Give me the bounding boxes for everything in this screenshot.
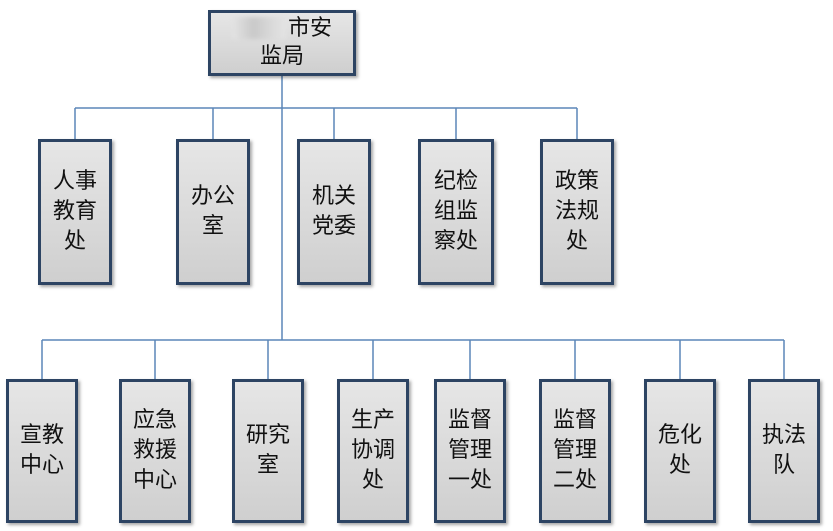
node-label-zhifa: 执法 队 <box>761 423 806 478</box>
node-yingji: 应急 救援 中心 <box>119 379 191 523</box>
node-label-jiguan: 机关 党委 <box>311 184 356 239</box>
node-label-jijian: 纪检 组监 察处 <box>433 169 478 254</box>
node-bangongshi: 办公 室 <box>176 139 250 285</box>
node-jiandu1: 监督 管理 一处 <box>434 379 506 523</box>
node-label-shengchan: 生产 协调 处 <box>350 408 395 493</box>
node-label-zhengce: 政策 法规 处 <box>554 169 599 254</box>
node-weihua: 危化 处 <box>644 379 716 523</box>
node-label-bangongshi: 办公 室 <box>190 184 235 239</box>
node-yanjiu: 研究 室 <box>232 379 304 523</box>
node-label-renshi: 人事 教育 处 <box>52 169 97 254</box>
node-shengchan: 生产 协调 处 <box>337 379 409 523</box>
root-label-line1-row: 市安 <box>231 15 332 43</box>
node-label-jiandu1: 监督 管理 一处 <box>447 408 492 493</box>
node-jiandu2: 监督 管理 二处 <box>539 379 611 523</box>
node-zhifa: 执法 队 <box>748 379 820 523</box>
node-jijian: 纪检 组监 察处 <box>418 139 494 285</box>
node-label-jiandu2: 监督 管理 二处 <box>552 408 597 493</box>
root-node: 市安 监局 <box>208 10 356 76</box>
node-jiguan: 机关 党委 <box>297 139 371 285</box>
node-label-xuanjiao: 宣教 中心 <box>19 423 64 478</box>
node-zhengce: 政策 法规 处 <box>540 139 614 285</box>
node-xuanjiao: 宣教 中心 <box>6 379 78 523</box>
node-label-weihua: 危化 处 <box>657 423 702 478</box>
node-label-yanjiu: 研究 室 <box>245 423 290 478</box>
root-label-line2: 监局 <box>259 44 304 69</box>
node-renshi: 人事 教育 处 <box>38 139 112 285</box>
node-label-yingji: 应急 救援 中心 <box>132 408 177 493</box>
root-label-line1: 市安 <box>287 16 332 41</box>
redacted-city-name <box>231 17 286 39</box>
